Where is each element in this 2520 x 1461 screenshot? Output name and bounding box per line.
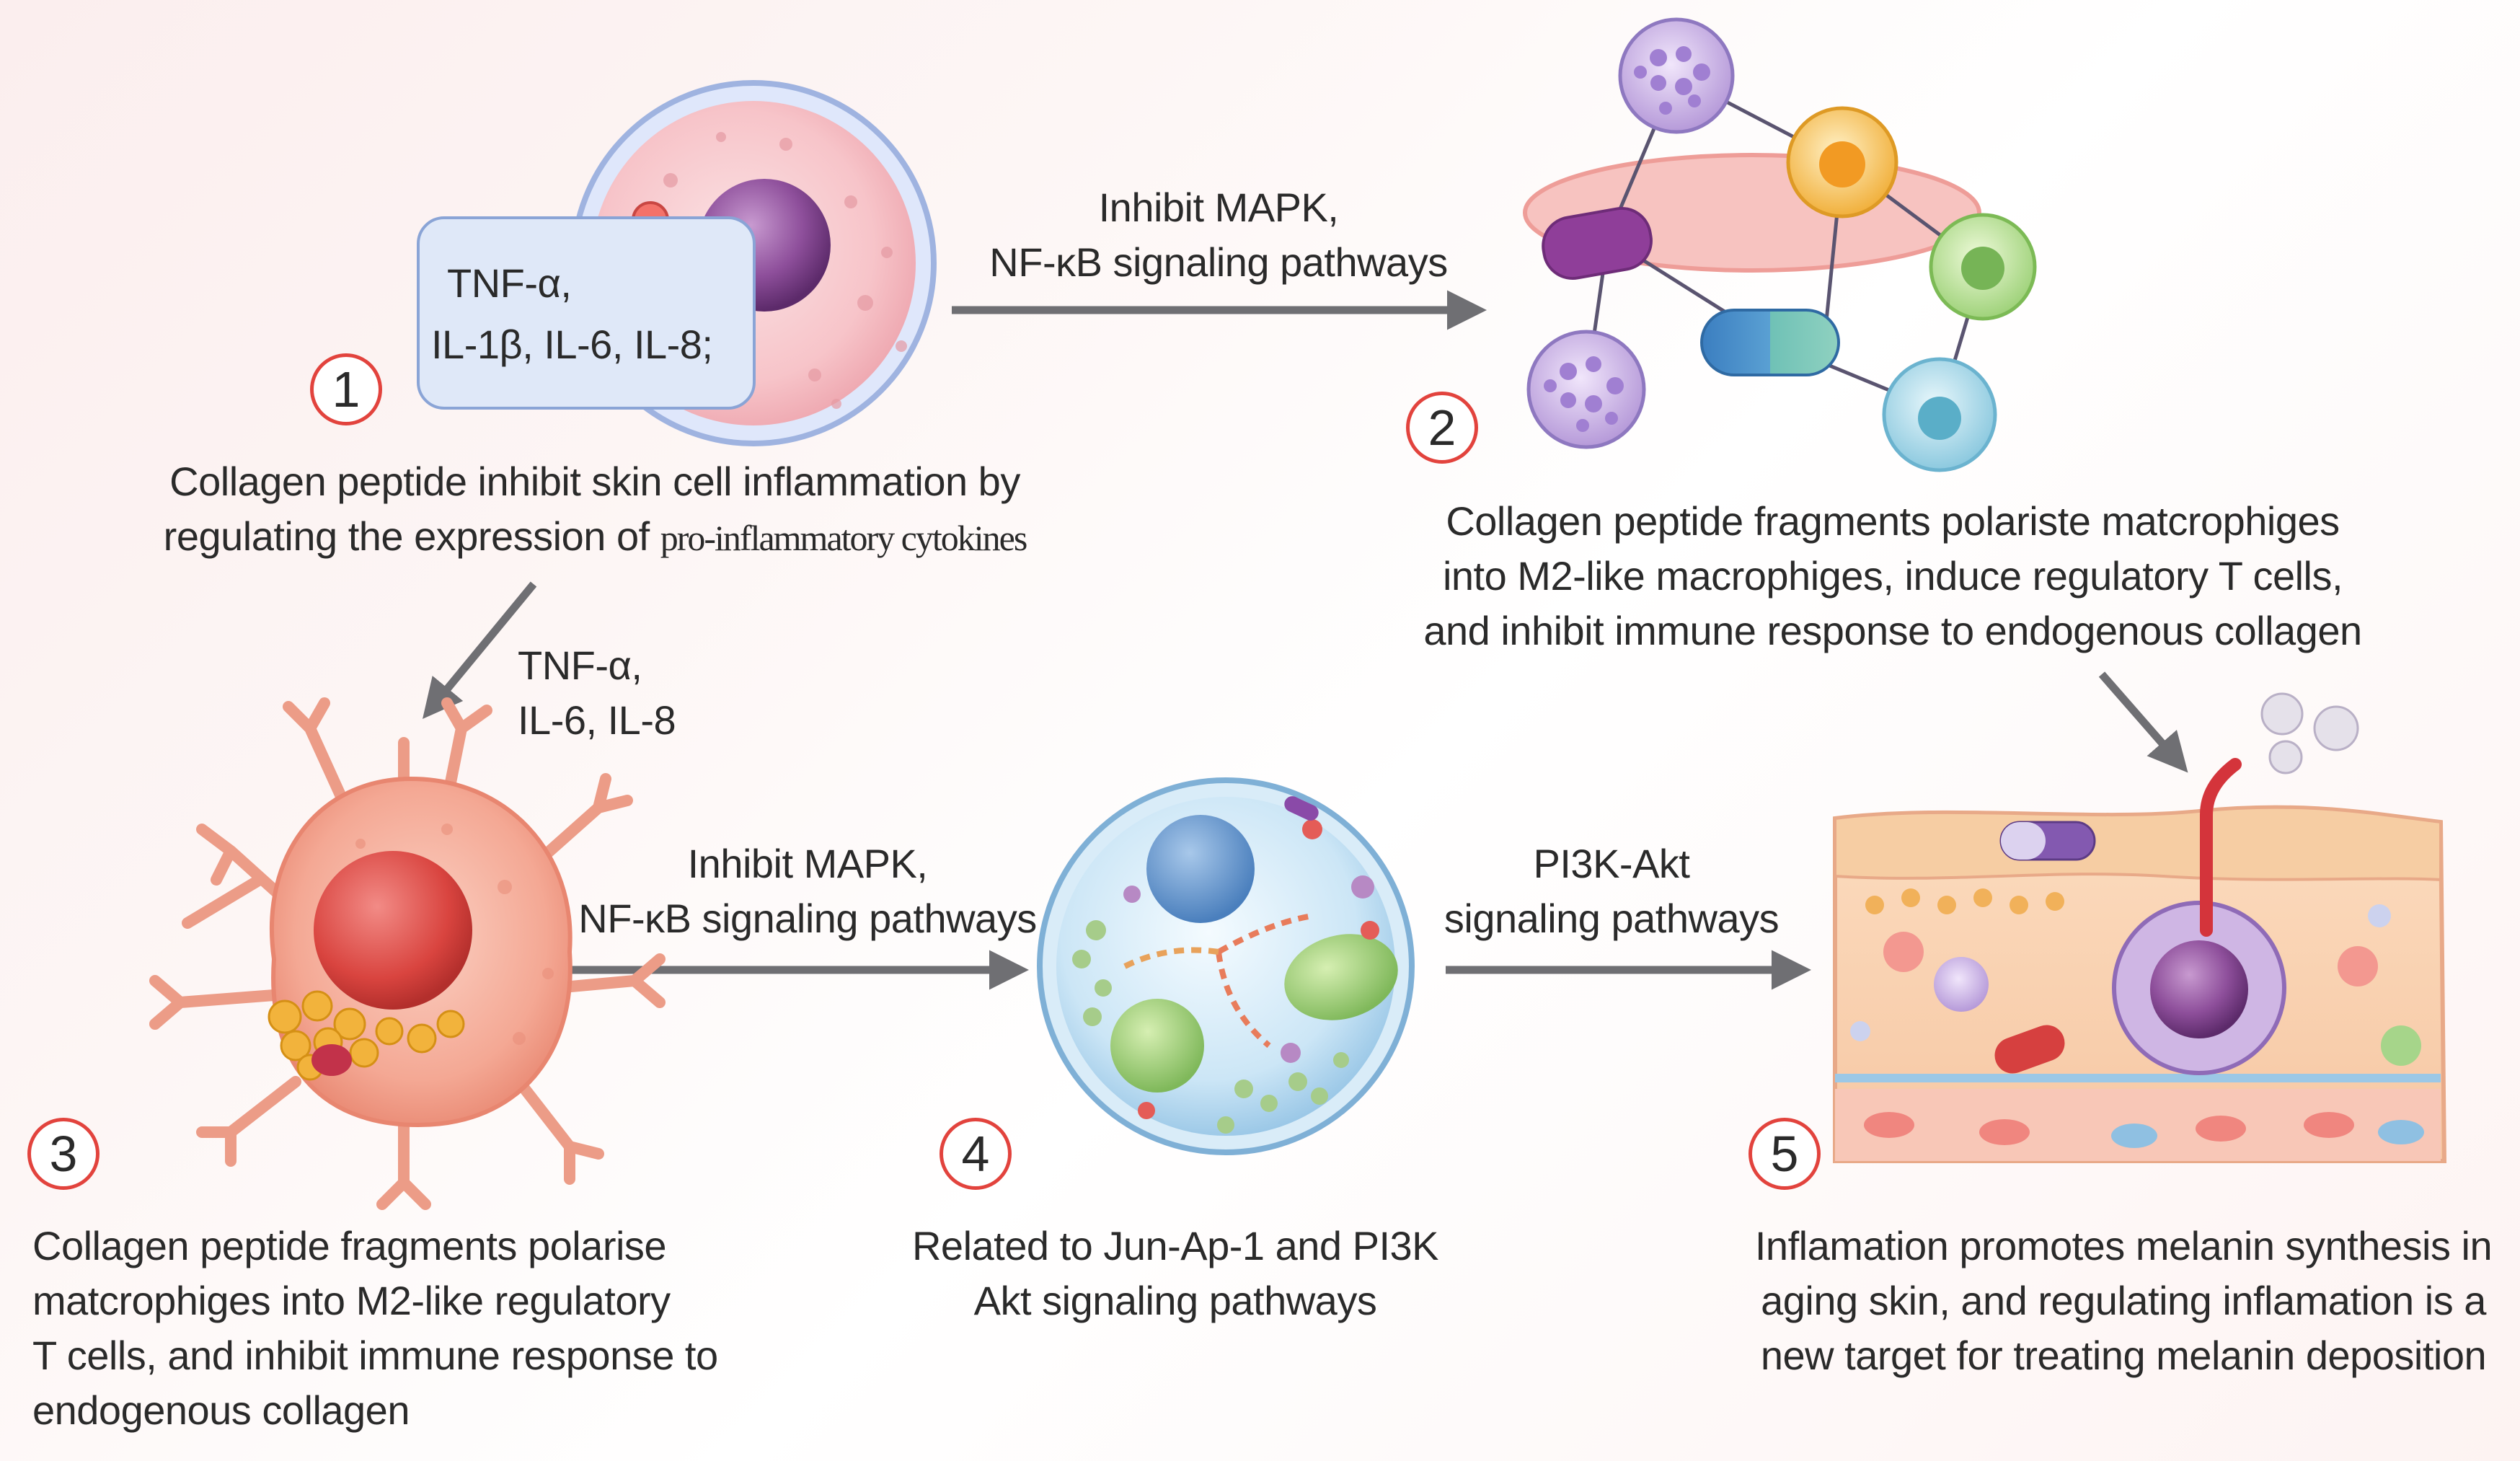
arrow-label-right-line1: PI3K-Akt (1533, 841, 1690, 886)
arrow-label-diagonal-line1: TNF-α, (518, 643, 642, 688)
skin-layers-illustration (1833, 692, 2447, 1163)
step-2-caption-line1: Collagen peptide fragments polariste mat… (1446, 498, 2340, 544)
step-3-caption-line4: endogenous collagen (32, 1387, 410, 1433)
cytokine-box (417, 216, 756, 410)
step-5-caption-line2: aging skin, and regulating inflamation i… (1761, 1278, 2486, 1323)
arrow-label-top-line1: Inhibit MAPK, (1098, 185, 1339, 230)
macrophage-illustration (149, 697, 666, 1210)
step-4-caption-line2: Akt signaling pathways (973, 1278, 1377, 1323)
step-number-5: 5 (1748, 1118, 1821, 1190)
step-number-4: 4 (940, 1118, 1012, 1190)
step-3-caption-line3: T cells, and inhibit immune response to (32, 1333, 718, 1378)
arrow-label-middle-line2: NF-κB signaling pathways (578, 896, 1037, 941)
step-2-caption: Collagen peptide fragments polariste mat… (1370, 494, 2415, 658)
cytokine-box-line2: IL-1β, IL-6, IL-8; (431, 322, 713, 367)
step-4-caption: Related to Jun-Ap-1 and PI3K Akt signali… (901, 1219, 1449, 1328)
step-3-caption: Collagen peptide fragments polarise matc… (32, 1219, 826, 1438)
arrow-to-skin (2098, 671, 2188, 773)
arrow-diagonal (423, 581, 537, 719)
step-1-caption: Collagen peptide inhibit skin cell infla… (108, 454, 1082, 565)
step-3-caption-line1: Collagen peptide fragments polarise (32, 1223, 667, 1268)
arrow-label-middle-line1: Inhibit MAPK, (687, 841, 928, 886)
cell-organelles-illustration (1037, 777, 1415, 1155)
arrow-label-middle: Inhibit MAPK, NF-κB signaling pathways (555, 837, 1060, 946)
step-1-caption-emphasis: pro-inflammatory cytokines (660, 518, 1028, 558)
arrow-label-right: PI3K-Akt signaling pathways (1417, 837, 1806, 946)
step-1-caption-line2: regulating the expression of pro-inflamm… (108, 509, 1082, 565)
step-5-caption-line3: new target for treating melanin depositi… (1760, 1333, 2487, 1378)
cytokine-box-line1: TNF-α, (447, 260, 572, 306)
step-5-caption: Inflamation promotes melanin synthesis i… (1730, 1219, 2516, 1383)
step-1-caption-line2-text: regulating the expression of (163, 513, 660, 559)
arrow-label-top-line2: NF-κB signaling pathways (989, 239, 1448, 285)
step-2-caption-line3: and inhibit immune response to endogenou… (1423, 608, 2362, 653)
step-number-1: 1 (310, 353, 382, 425)
step-number-3: 3 (27, 1118, 100, 1190)
immune-network-illustration (1523, 17, 2037, 472)
arrow-label-diagonal: TNF-α, IL-6, IL-8 (518, 638, 676, 748)
arrow-label-top: Inhibit MAPK, NF-κB signaling pathways (966, 180, 1471, 290)
arrow-label-diagonal-line2: IL-6, IL-8 (518, 697, 676, 743)
step-1-caption-line1: Collagen peptide inhibit skin cell infla… (169, 459, 1020, 504)
step-2-caption-line2: into M2-like macrophiges, induce regulat… (1442, 553, 2343, 599)
step-3-caption-line2: matcrophiges into M2-like regulatory (32, 1278, 671, 1323)
arrow-label-right-line2: signaling pathways (1444, 896, 1780, 941)
step-4-caption-line1: Related to Jun-Ap-1 and PI3K (911, 1223, 1439, 1268)
step-5-caption-line1: Inflamation promotes melanin synthesis i… (1754, 1223, 2493, 1268)
step-number-2: 2 (1406, 392, 1478, 464)
